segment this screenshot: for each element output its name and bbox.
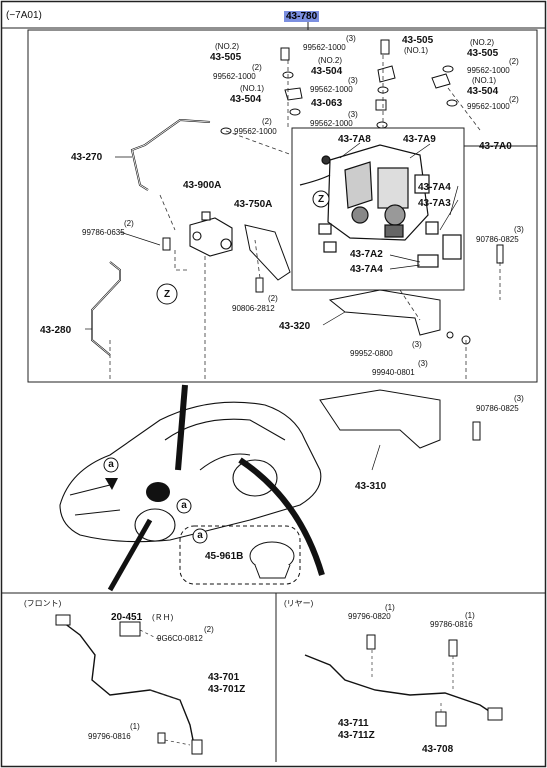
part-label: 43-7A9: [403, 134, 436, 145]
rear-section-title: (リヤー): [284, 599, 314, 608]
part-label: 43-270: [71, 152, 103, 163]
part-label: (NO.2): [318, 56, 342, 65]
part-label: 43-750A: [234, 199, 273, 210]
part-label: (NO.2): [215, 42, 239, 51]
front-sensor-harness: [59, 619, 196, 751]
part-label: 43-711: [338, 718, 369, 729]
part-label: (2): [268, 294, 278, 303]
part-label: 43-505: [467, 48, 499, 59]
part-label: 99562-1000: [467, 66, 510, 75]
bracket-43-310: [319, 389, 441, 449]
a-marker-2: a: [181, 500, 187, 511]
rear-sensor-harness: [304, 654, 496, 716]
part-label: 43-7A2: [350, 249, 383, 260]
part-label: 43-7A4: [350, 264, 383, 275]
part-label: 43-701: [208, 672, 240, 683]
part-label: 20-451: [111, 612, 143, 623]
part-label: 43-701Z: [208, 684, 246, 695]
part-label: 43-280: [40, 325, 72, 336]
part-label: 43-504: [467, 86, 499, 97]
part-label: (2): [124, 219, 134, 228]
a-marker-1: a: [108, 459, 114, 470]
part-label: (3): [412, 340, 422, 349]
part-label: 90786-0825: [476, 404, 519, 413]
part-label: 43-504: [311, 66, 343, 77]
part-label: 99786-0635: [82, 228, 125, 237]
part-label: 99786-0816: [430, 620, 473, 629]
part-label: 99562-1000: [467, 102, 510, 111]
part-label: 43-504: [230, 94, 262, 105]
part-label: 43-708: [422, 744, 454, 755]
z-marker-pipe: Z: [163, 289, 171, 300]
part-label: 99796-0816: [88, 732, 131, 741]
part-label: 43-7A3: [418, 198, 451, 209]
part-label: (NO.1): [404, 46, 428, 55]
part-label: 43-310: [355, 481, 387, 492]
part-label: 99562-1000: [213, 72, 256, 81]
part-label: 99562-1000: [303, 43, 346, 52]
part-label: 43-063: [311, 98, 343, 109]
part-label: 99940-0801: [372, 368, 415, 377]
part-label: (3): [418, 359, 428, 368]
part-label: (ＲＨ): [152, 613, 174, 622]
part-label: (3): [514, 394, 524, 403]
section-code: (−7A01): [6, 10, 42, 21]
part-label: (3): [346, 34, 356, 43]
part-label: 99952-0800: [350, 349, 393, 358]
part-label: 99796-0820: [348, 612, 391, 621]
part-label: 43-505: [210, 52, 242, 63]
bracket: [244, 224, 291, 281]
part-label: 90786-0825: [476, 235, 519, 244]
part-label: (1): [385, 603, 395, 612]
main-assembly-box: [27, 29, 538, 383]
part-label: (1): [130, 722, 140, 731]
z-marker-unit: Z: [317, 194, 325, 205]
part-label: (1): [465, 611, 475, 620]
part-label: 45-961B: [205, 551, 244, 562]
front-section-title: (フロント): [24, 599, 62, 608]
part-label: 43-7A0: [479, 141, 512, 152]
part-label: 43-711Z: [338, 730, 375, 741]
part-label: (2): [262, 117, 272, 126]
part-label: 9G6C0-0812: [157, 634, 203, 643]
part-label: 99562-1000: [310, 85, 353, 94]
part-label: (2): [509, 95, 519, 104]
vehicle-outline: [59, 401, 322, 543]
part-label: 43-505: [402, 35, 434, 46]
part-label: 43-320: [279, 321, 311, 332]
part-label: (2): [509, 57, 519, 66]
part-label: (NO.1): [472, 76, 496, 85]
proportioning-valve: [189, 211, 233, 257]
part-label: (NO.1): [240, 84, 264, 93]
part-label: (2): [252, 63, 262, 72]
part-label: (3): [348, 76, 358, 85]
part-label: 99562-1000: [310, 119, 353, 128]
hydraulic-unit: [299, 144, 462, 268]
a-marker-3: a: [197, 530, 203, 541]
part-label: 43-7A8: [338, 134, 371, 145]
part-label: 99562-1000: [234, 127, 277, 136]
part-label: (2): [204, 625, 214, 634]
part-label: 43-900A: [183, 180, 222, 191]
part-label: 90806-2812: [232, 304, 275, 313]
main-part-code: 43-780: [284, 11, 320, 22]
part-label: 43-7A4: [418, 182, 451, 193]
bracket-43-320: [328, 289, 441, 336]
part-label: (3): [348, 110, 358, 119]
part-label: (3): [514, 225, 524, 234]
part-label: (NO.2): [470, 38, 494, 47]
